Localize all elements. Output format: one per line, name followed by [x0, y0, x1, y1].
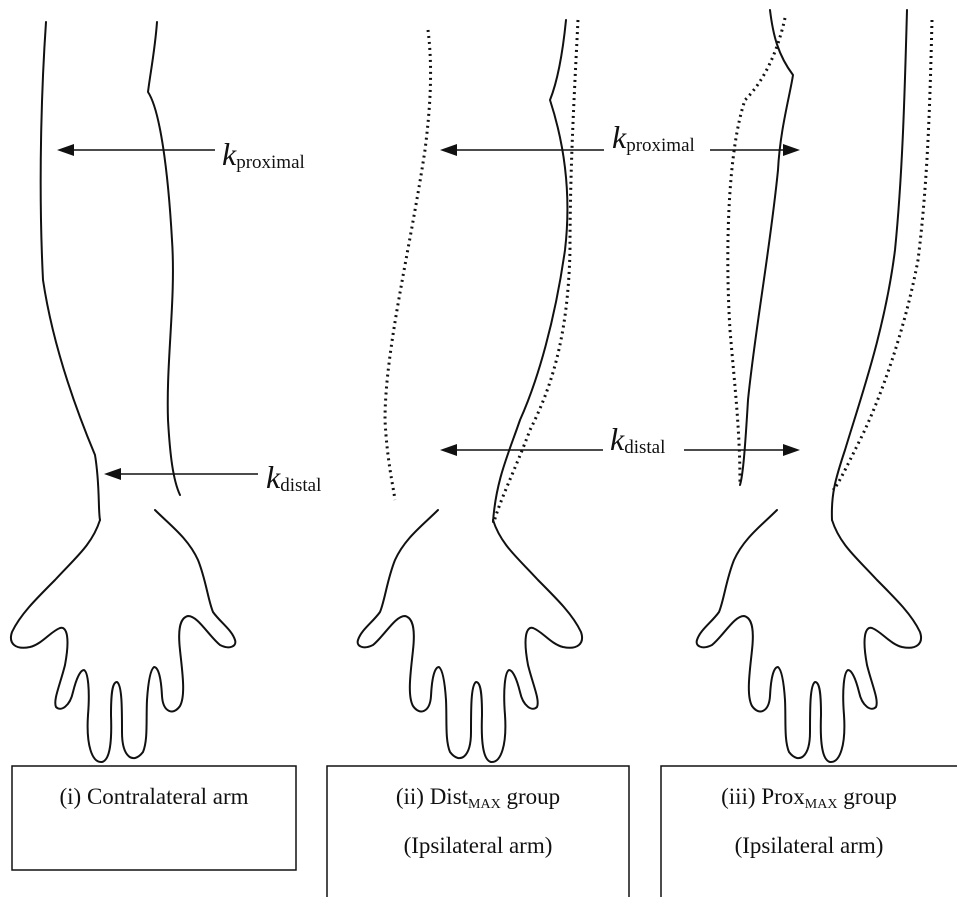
dotted-outline-right: [494, 20, 578, 522]
hand-prox-max: [697, 510, 921, 762]
label-k-proximal-ii: kproximal: [612, 119, 695, 156]
caption-i-line1: (i) Contralateral arm: [59, 784, 248, 809]
arm-outline-left: [740, 10, 793, 485]
arm-outline-left: [41, 22, 100, 520]
label-k-distal-ii: kdistal: [610, 421, 665, 458]
caption-box-i: (i) Contralateral arm: [12, 766, 296, 870]
caption-iii-line2: (Ipsilateral arm): [735, 833, 884, 858]
caption-iii-line1: (iii) ProxMAX group: [721, 784, 897, 812]
arrow-k-proximal-left: [57, 144, 215, 156]
arm-prox-max: [697, 10, 932, 762]
dotted-outline-left: [385, 30, 431, 500]
arm-contralateral: [11, 22, 235, 762]
caption-ii-line2: (Ipsilateral arm): [404, 833, 553, 858]
arm-outline-right: [832, 10, 907, 520]
label-k-proximal-i: kproximal: [222, 136, 305, 173]
arm-outline-right: [148, 22, 180, 495]
arm-dist-max: [358, 20, 582, 762]
hand-dist-max: [358, 510, 582, 762]
caption-box-iii: (iii) ProxMAX group (Ipsilateral arm): [661, 766, 957, 897]
dotted-outline-left: [728, 18, 785, 485]
arm-outline-left: [493, 20, 567, 522]
label-k-distal-i: kdistal: [266, 459, 321, 496]
arrow-k-distal-left: [104, 468, 258, 480]
caption-box-ii: (ii) DistMAX group (Ipsilateral arm): [327, 766, 629, 897]
dotted-outline-right: [833, 20, 932, 490]
hand-contralateral: [11, 510, 235, 762]
caption-ii-line1: (ii) DistMAX group: [396, 784, 560, 812]
